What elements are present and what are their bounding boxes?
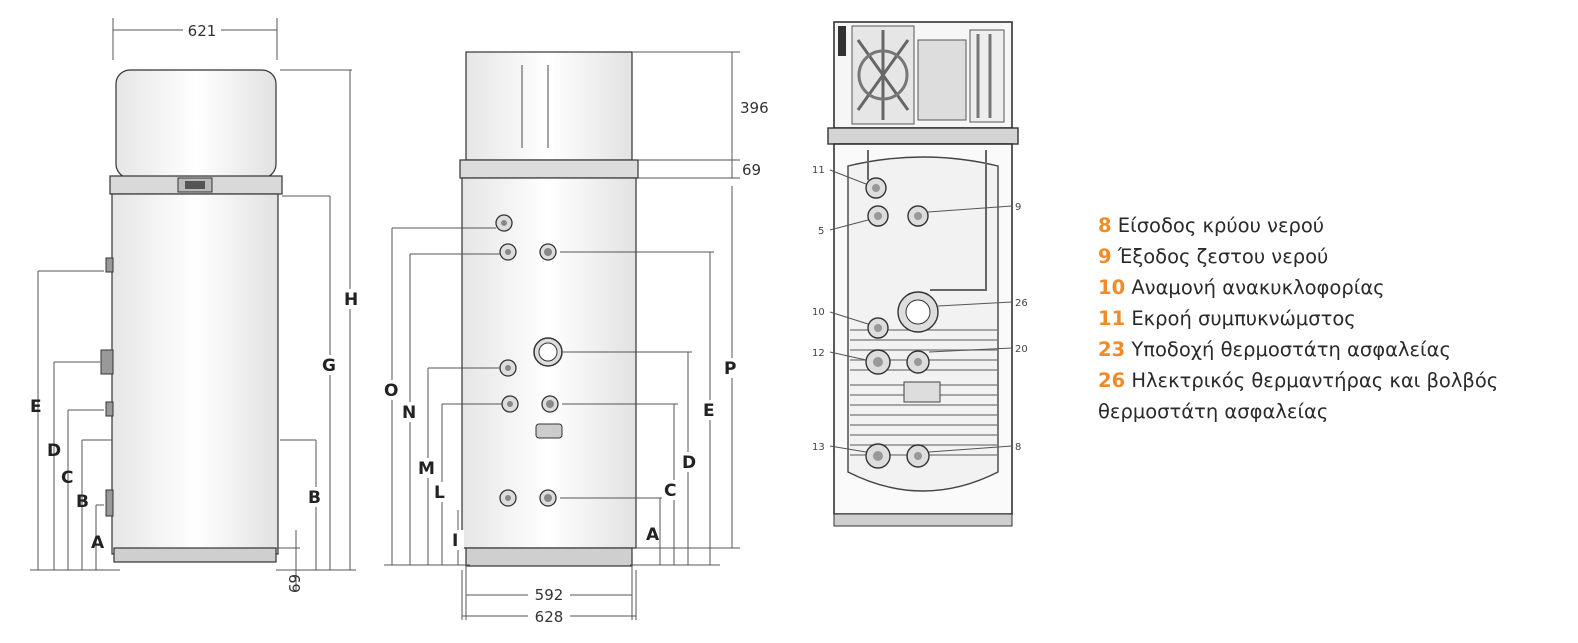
display (185, 181, 205, 189)
band-back (459, 159, 639, 179)
dim-E-left: E (30, 397, 42, 417)
legend: 8 Είσοδος κρύου νερού 9 Έξοδος ζεστου νε… (1098, 210, 1568, 427)
dim-D-mid: D (682, 453, 696, 473)
callout-13: 13 (812, 442, 825, 453)
left-side-view: 621 E D C B A (30, 18, 360, 593)
dim-L: L (434, 483, 445, 503)
dim-H: H (344, 290, 358, 310)
dim-M: M (418, 459, 435, 479)
width-621-label: 621 (188, 22, 217, 40)
dim-C-mid: C (664, 481, 676, 501)
legend-item-11: 11 Εκροή συμπυκνώμστος (1098, 307, 1356, 330)
dim-O: O (384, 381, 398, 401)
dim-A-left: A (91, 533, 105, 553)
legend-item-23: 23 Υποδοχή θερμοστάτη ασφαλείας (1098, 338, 1451, 361)
dim-I: I (452, 531, 458, 551)
legend-item-26: 26 Ηλεκτρικός θερμαντήρας και βολβός θερ… (1098, 369, 1499, 423)
callout-11: 11 (812, 165, 825, 176)
callout-8: 8 (1015, 442, 1021, 453)
dim-B-left: B (76, 492, 89, 512)
middle-back-view: 396 69 P E D C A O N (382, 51, 769, 626)
callout-26: 26 (1015, 298, 1028, 309)
dim-A-mid: A (646, 525, 660, 545)
dim-B-right: B (308, 488, 321, 508)
dim-C-left: C (61, 468, 73, 488)
dim-G: G (322, 356, 336, 376)
legend-item-10: 10 Αναμονή ανακυκλοφορίας (1098, 276, 1385, 299)
base (113, 547, 277, 563)
callout-12: 12 (812, 348, 825, 359)
callout-5: 5 (818, 226, 824, 237)
legend-item-8: 8 Είσοδος κρύου νερού (1098, 214, 1325, 237)
feet-69-label: 69 (286, 574, 304, 593)
callout-9: 9 (1015, 202, 1021, 213)
dim-69-band: 69 (742, 161, 761, 179)
dim-P: P (724, 359, 736, 379)
right-internal-view: 11 5 9 10 26 12 20 13 8 (812, 21, 1028, 527)
tank-body (111, 193, 279, 555)
dim-E-mid: E (703, 401, 715, 421)
base-back (465, 547, 633, 567)
legend-item-9: 9 Έξοδος ζεστου νερού (1098, 245, 1329, 268)
dim-396: 396 (740, 99, 769, 117)
top-unit (115, 69, 277, 179)
dim-592: 592 (535, 586, 564, 604)
callout-20: 20 (1015, 344, 1028, 355)
dim-628: 628 (535, 608, 564, 626)
callout-10: 10 (812, 307, 825, 318)
dim-N: N (402, 403, 416, 423)
dim-D-left: D (47, 441, 61, 461)
top-unit-back (465, 51, 633, 161)
